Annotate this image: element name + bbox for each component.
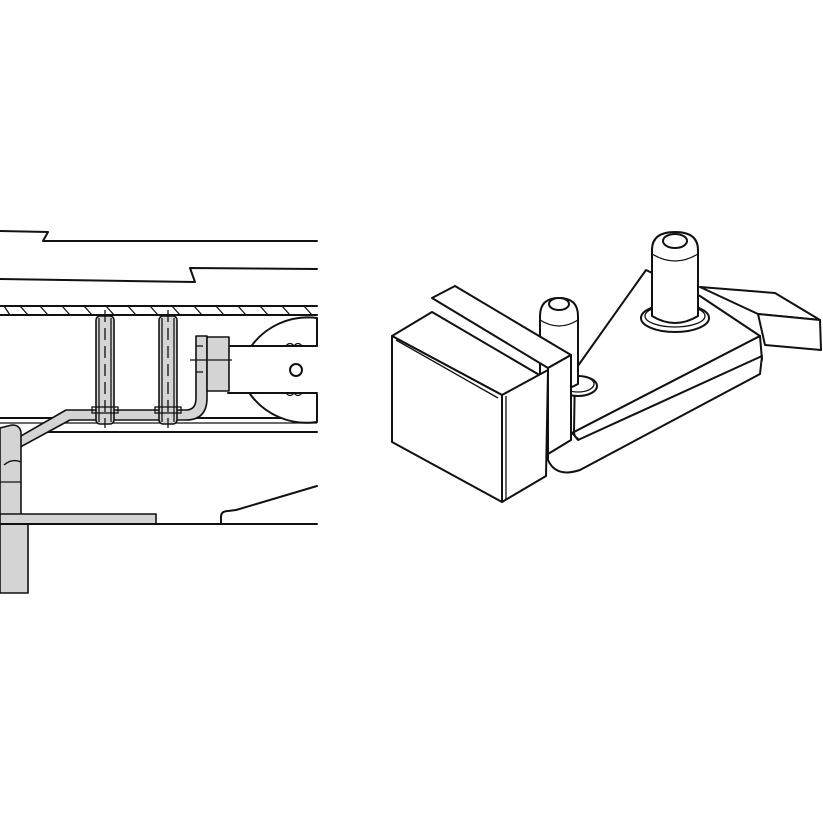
stud-1	[91, 310, 119, 428]
tall-pin	[640, 231, 710, 333]
bent-bracket	[0, 335, 208, 459]
hatched-plate	[0, 305, 318, 316]
base-flange	[0, 485, 318, 525]
isometric-view	[391, 231, 822, 503]
roller-wheel	[227, 316, 318, 424]
tab-wedge	[699, 286, 822, 351]
stud-2	[154, 310, 182, 428]
cross-section-view	[0, 230, 318, 594]
square-block	[391, 311, 549, 503]
support-post	[0, 424, 29, 594]
block-lip	[431, 285, 572, 455]
upper-panel-lines	[0, 230, 318, 283]
clamp-block	[190, 336, 232, 392]
